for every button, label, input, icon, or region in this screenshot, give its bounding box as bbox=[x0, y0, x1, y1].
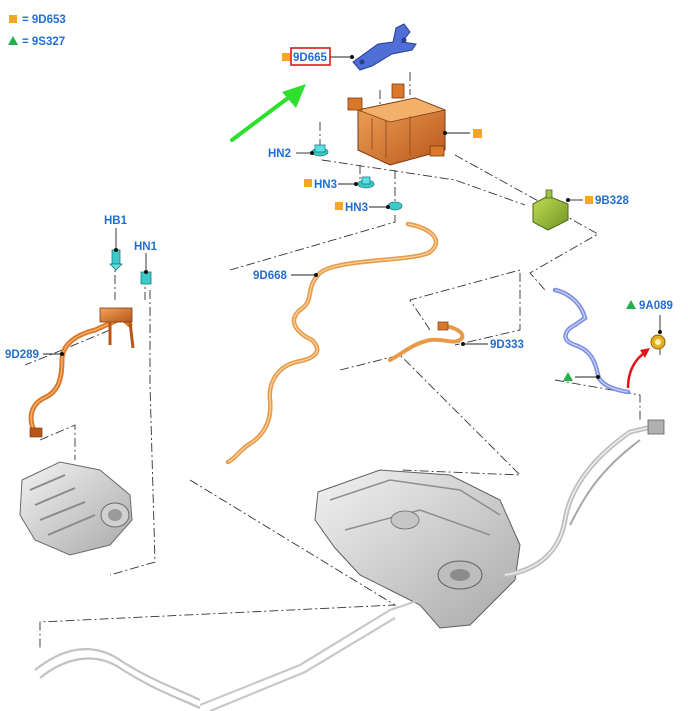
legend: = 9D653 = 9S327 bbox=[8, 14, 66, 48]
callout-9d665[interactable]: 9D665 bbox=[293, 52, 327, 64]
callout-hn1[interactable]: HN1 bbox=[134, 241, 158, 253]
orange-square-icon bbox=[304, 179, 312, 187]
callout-9a089[interactable]: 9A089 bbox=[639, 300, 673, 312]
fastener-hb1[interactable] bbox=[109, 249, 123, 271]
cap-9a089[interactable] bbox=[650, 334, 666, 350]
filter-9b328[interactable] bbox=[532, 189, 569, 231]
assembly-guide-lines bbox=[24, 72, 661, 650]
evap-canister[interactable] bbox=[347, 83, 447, 166]
hose-9d668-highlight bbox=[227, 223, 437, 463]
orange-square-icon bbox=[282, 53, 290, 61]
intake-manifold[interactable] bbox=[19, 461, 133, 556]
fastener-hn3-upper[interactable] bbox=[357, 176, 375, 189]
callout-leaders bbox=[43, 53, 662, 381]
callout-hb1[interactable]: HB1 bbox=[104, 215, 128, 227]
red-curved-arrow-icon bbox=[626, 348, 650, 389]
orange-square-icon bbox=[473, 129, 482, 138]
vent-tube-blue[interactable] bbox=[552, 287, 631, 395]
hose-assembly-9d289[interactable] bbox=[28, 307, 135, 438]
callout-9d668[interactable]: 9D668 bbox=[253, 270, 287, 282]
green-triangle-icon bbox=[563, 372, 573, 381]
legend-label-9d653: = 9D653 bbox=[22, 14, 66, 26]
orange-square-icon bbox=[335, 202, 343, 210]
green-triangle-icon bbox=[626, 300, 636, 309]
fastener-hn2[interactable] bbox=[311, 144, 329, 157]
bracket-9d665[interactable] bbox=[352, 23, 417, 71]
callout-9b328[interactable]: 9B328 bbox=[595, 195, 629, 207]
fastener-hn3-lower[interactable] bbox=[387, 201, 403, 211]
callout-9d289[interactable]: 9D289 bbox=[5, 349, 39, 361]
green-triangle-icon bbox=[8, 36, 18, 45]
fuel-tank[interactable] bbox=[314, 469, 521, 629]
legend-label-9s327: = 9S327 bbox=[22, 36, 65, 48]
callout-hn3-upper[interactable]: HN3 bbox=[314, 179, 337, 191]
highlight-box-9d665 bbox=[290, 47, 331, 66]
vapor-lines-bottom bbox=[34, 598, 421, 711]
callout-hn3-lower[interactable]: HN3 bbox=[345, 202, 368, 214]
green-arrow-icon bbox=[230, 84, 306, 142]
callout-hn2[interactable]: HN2 bbox=[268, 148, 291, 160]
filler-pipe[interactable] bbox=[502, 419, 665, 578]
hose-9d333[interactable] bbox=[388, 321, 465, 362]
orange-square-icon bbox=[585, 196, 593, 204]
callout-9d333[interactable]: 9D333 bbox=[490, 339, 524, 351]
orange-square-icon bbox=[9, 15, 17, 23]
hose-9d668[interactable] bbox=[225, 221, 439, 465]
